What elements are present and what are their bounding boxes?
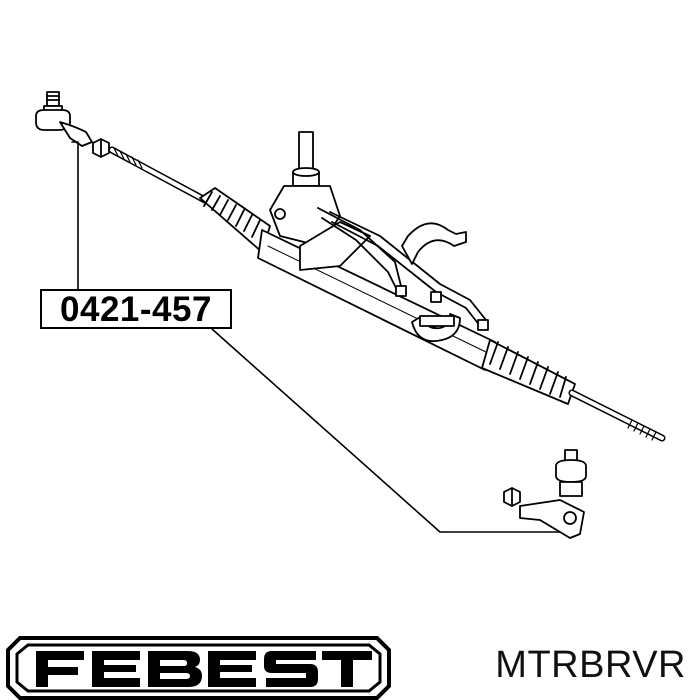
rack-housing [257,229,496,371]
right-tie-rod-end [503,449,587,539]
left-inner-rod [108,146,209,204]
leader-lines [71,141,561,533]
left-bellows-boot [199,187,271,253]
left-tie-rod-end [35,91,93,147]
part-number-text: 0421-457 [60,289,212,329]
part-number-label: 0421-457 [40,289,232,329]
tie-rod-nut [92,138,110,158]
mounting-bracket [401,222,467,343]
right-inner-rod [568,389,666,442]
hydraulic-lines [317,207,489,331]
right-bellows-boot [481,339,576,405]
febest-logo [6,636,391,700]
product-code: MTRBRVR [495,644,686,686]
pinion-housing [269,131,371,271]
